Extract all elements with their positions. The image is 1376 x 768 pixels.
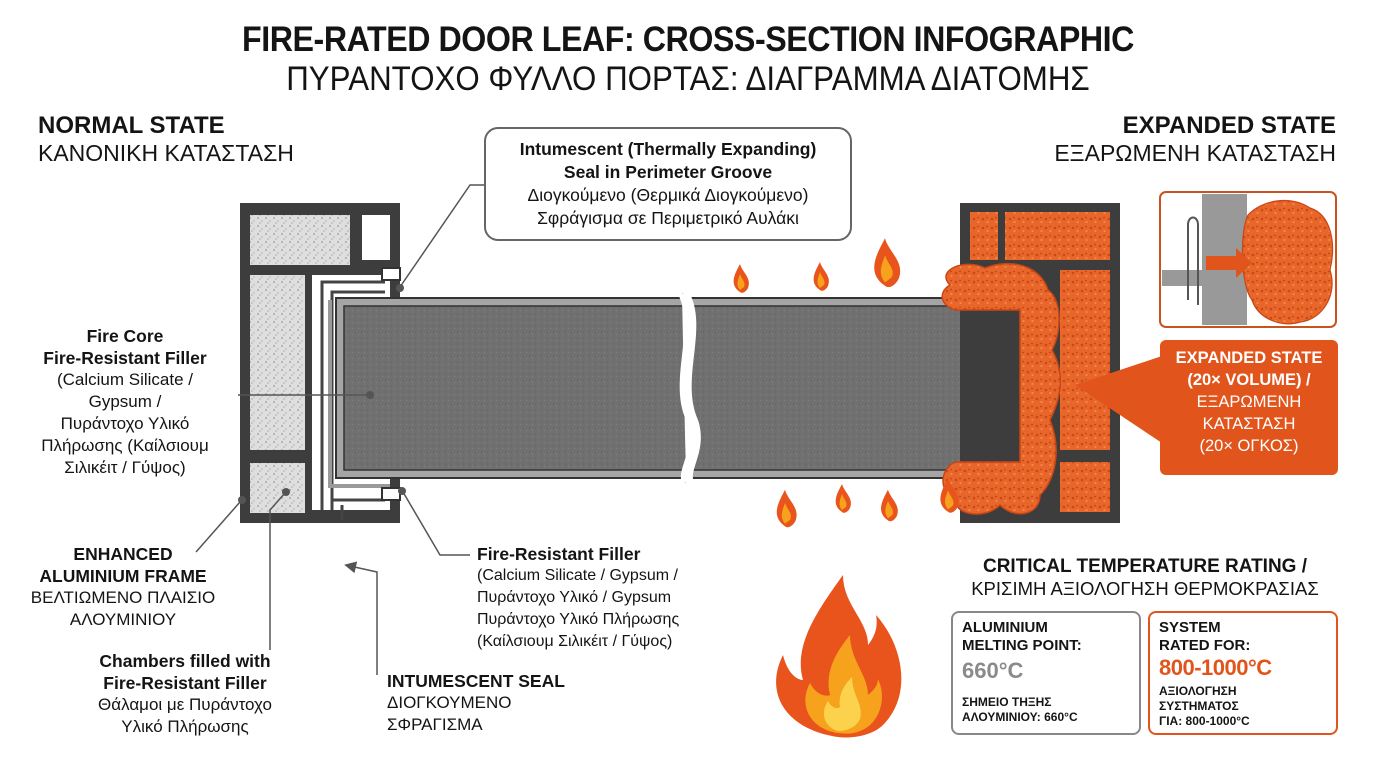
seal-strip-top	[381, 267, 401, 281]
fire-core-line1: Fire Core	[86, 326, 164, 346]
expanded-state-callout: EXPANDED STATE (20× VOLUME) / ΕΞΑΡΩΜΕΝΗ …	[1160, 340, 1338, 475]
aluminium-melting-value: 660°C	[962, 658, 1024, 683]
system-rating-card: SYSTEM RATED FOR: 800-1000°C ΑΞΙΟΛΟΓΗΣΗ …	[1148, 611, 1338, 735]
aluminium-el1: ΣΗΜΕΙΟ ΤΗΞΗΣ	[962, 695, 1052, 709]
fire-core-line2: Fire-Resistant Filler	[43, 348, 207, 368]
filler-label: Fire-Resistant Filler (Calcium Silicate …	[477, 543, 737, 653]
fire-core-line5: Πυράντοχο Υλικό	[60, 414, 190, 433]
filler-line3: Πυράντοχο Υλικό / Gypsum	[477, 589, 672, 606]
fire-core-line7: Σιλικέιτ / Γύψος)	[64, 458, 186, 477]
door-leaf	[335, 293, 1029, 483]
frame-line2: ALUMINIUM FRAME	[39, 566, 207, 586]
frame-line3: ΒΕΛΤΙΩΜΕΝΟ ΠΛΑΙΣΙΟ	[30, 588, 216, 607]
frame-chamber	[250, 275, 305, 450]
frame-chamber	[250, 463, 305, 513]
system-line2: RATED FOR:	[1159, 637, 1251, 654]
system-el1: ΑΞΙΟΛΟΓΗΣΗ	[1159, 684, 1237, 698]
chambers-line3: Θάλαμοι με Πυράντοχο	[98, 695, 272, 714]
system-rating-value: 800-1000°C	[1159, 655, 1272, 680]
frame-line1: ENHANCED	[73, 544, 173, 564]
flames-small	[733, 238, 959, 528]
system-line1: SYSTEM	[1159, 619, 1221, 636]
intumescent-seal-line3: ΣΦΡΑΓΙΣΜΑ	[387, 715, 483, 734]
expanded-state-en: EXPANDED STATE	[1122, 112, 1336, 139]
expanded-callout-line3: ΕΞΑΡΩΜΕΝΗ	[1196, 393, 1302, 411]
frame-chamber-empty	[362, 215, 390, 260]
temperature-heading-el: ΚΡΙΣΙΜΗ ΑΞΙΟΛΟΓΗΣΗ ΘΕΡΜΟΚΡΑΣΙΑΣ	[971, 578, 1319, 599]
seal-callout-line1: Intumescent (Thermally Expanding)	[519, 139, 817, 159]
fire-core-line3: (Calcium Silicate /	[56, 370, 194, 389]
filler-line2: (Calcium Silicate / Gypsum /	[477, 567, 678, 584]
aluminium-el2: ΑΛΟΥΜΙΝΙΟΥ: 660°C	[962, 710, 1078, 724]
seal-strip-bottom	[381, 487, 401, 501]
frame-label: ENHANCED ALUMINIUM FRAME ΒΕΛΤΙΩΜΕΝΟ ΠΛΑΙ…	[18, 543, 228, 631]
expanded-state-heading: EXPANDED STATE ΕΞΑΡΩΜΕΝΗ ΚΑΤΑΣΤΑΣΗ	[1054, 112, 1336, 167]
expanded-intumescent-foam	[941, 262, 1061, 515]
seal-callout-line3: Διογκούμενο (Θερμικά Διογκούμενο)	[527, 185, 809, 205]
filler-line4: Πυράντοχο Υλικό Πλήρωσης	[477, 611, 680, 628]
fire-core-line6: Πλήρωσης (Καίλσιουμ	[41, 436, 209, 455]
expanded-callout-line5: (20× ΟΓΚΟΣ)	[1199, 437, 1299, 455]
aluminium-line1: ALUMINIUM	[962, 619, 1048, 636]
chambers-label: Chambers filled with Fire-Resistant Fill…	[70, 650, 300, 738]
expanded-detail-inset	[1159, 191, 1337, 328]
aluminium-melting-card: ALUMINIUM MELTING POINT: 660°C ΣΗΜΕΙΟ ΤΗ…	[951, 611, 1141, 735]
temperature-heading-en: CRITICAL TEMPERATURE RATING /	[982, 556, 1308, 577]
normal-state-heading: NORMAL STATE ΚΑΝΟΝΙΚΗ ΚΑΤΑΣΤΑΣΗ	[38, 112, 294, 167]
leader-lines	[195, 184, 490, 675]
temperature-heading: CRITICAL TEMPERATURE RATING / ΚΡΙΣΙΜΗ ΑΞ…	[950, 556, 1340, 600]
normal-state-en: NORMAL STATE	[38, 112, 225, 139]
filler-line1: Fire-Resistant Filler	[477, 544, 641, 564]
seal-callout-line2: Seal in Perimeter Groove	[563, 162, 773, 182]
expanded-callout-line2: (20× VOLUME) /	[1187, 371, 1311, 389]
intumescent-seal-line1: INTUMESCENT SEAL	[387, 671, 565, 691]
intumescent-seal-label: INTUMESCENT SEAL ΔΙΟΓΚΟΥΜΕΝΟ ΣΦΡΑΓΙΣΜΑ	[387, 670, 607, 736]
system-el2: ΣΥΣΤΗΜΑΤΟΣ	[1159, 699, 1239, 713]
fire-core-line4: Gypsum /	[88, 392, 162, 411]
chambers-line2: Fire-Resistant Filler	[103, 673, 267, 693]
seal-callout-line4: Σφράγισμα σε Περιμετρικό Αυλάκι	[537, 208, 799, 228]
chambers-line1: Chambers filled with	[99, 651, 271, 671]
expanded-callout-line4: ΚΑΤΑΣΤΑΣΗ	[1202, 415, 1296, 433]
seal-callout-box: Intumescent (Thermally Expanding) Seal i…	[484, 127, 852, 241]
large-flame-icon	[776, 575, 902, 738]
fire-core	[343, 305, 687, 471]
title-greek: ΠΥΡΑΝΤΟΧΟ ΦΥΛΛΟ ΠΟΡΤΑΣ: ΔΙΑΓΡΑΜΜΑ ΔΙΑΤΟΜ…	[286, 60, 1090, 98]
frame-line4: ΑΛΟΥΜΙΝΙΟΥ	[69, 610, 177, 629]
fire-core-label: Fire Core Fire-Resistant Filler (Calcium…	[20, 325, 230, 479]
chambers-line4: Υλικό Πλήρωσης	[121, 717, 249, 736]
aluminium-line2: MELTING POINT:	[962, 637, 1082, 654]
filler-line5: (Καίλσιουμ Σιλικέιτ / Γύψος)	[477, 633, 673, 650]
normal-state-el: ΚΑΝΟΝΙΚΗ ΚΑΤΑΣΤΑΣΗ	[38, 140, 294, 166]
right-aluminium-frame-expanded	[941, 203, 1120, 523]
title-english: FIRE-RATED DOOR LEAF: CROSS-SECTION INFO…	[242, 20, 1134, 59]
expanded-state-el: ΕΞΑΡΩΜΕΝΗ ΚΑΤΑΣΤΑΣΗ	[1054, 140, 1336, 166]
expanded-callout-line1: EXPANDED STATE	[1175, 349, 1323, 367]
frame-chamber	[250, 215, 350, 265]
intumescent-seal-line2: ΔΙΟΓΚΟΥΜΕΝΟ	[387, 693, 512, 712]
system-el3: ΓΙΑ: 800-1000°C	[1159, 714, 1250, 728]
